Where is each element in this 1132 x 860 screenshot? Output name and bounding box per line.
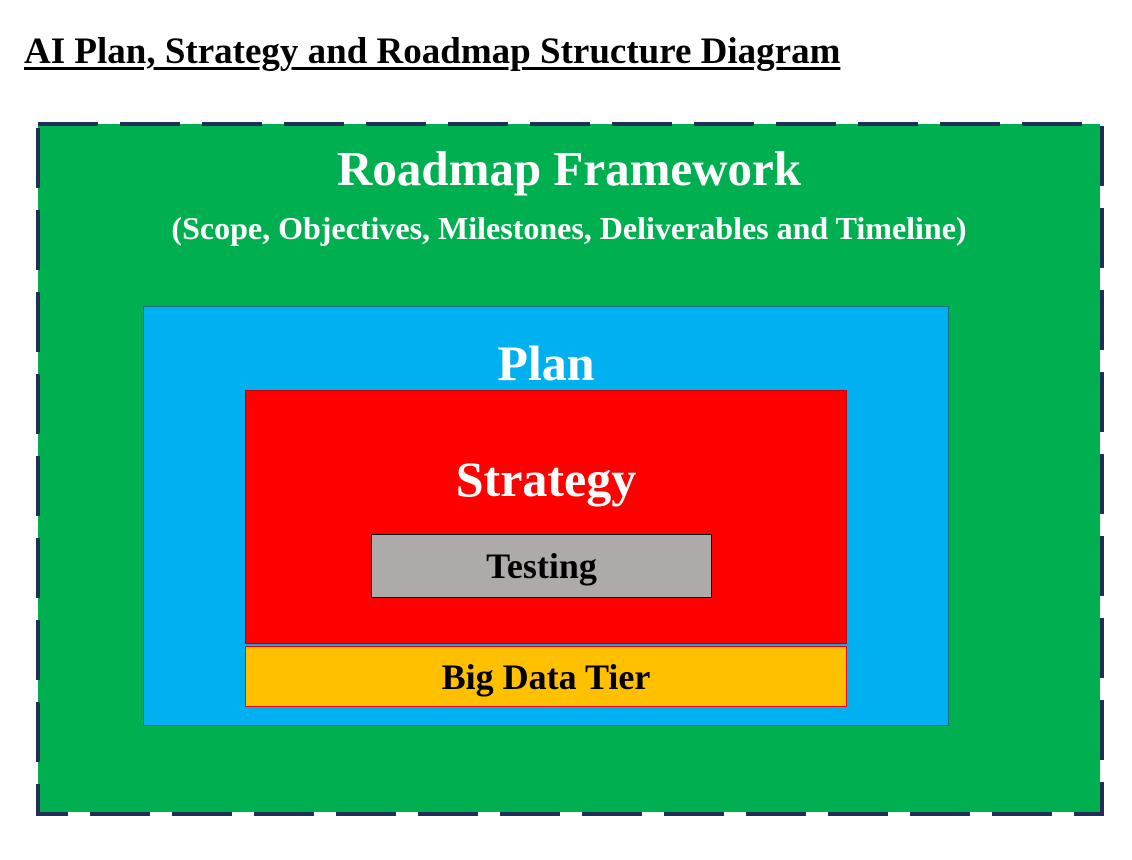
roadmap-framework-title: Roadmap Framework [336, 141, 802, 196]
testing-label: Testing [486, 546, 597, 586]
roadmap-framework-subtitle: (Scope, Objectives, Milestones, Delivera… [171, 210, 967, 246]
strategy-title: Strategy [455, 451, 637, 507]
testing-box: Testing [371, 534, 712, 598]
strategy-box [245, 390, 847, 644]
big-data-tier-box: Big Data Tier [245, 646, 847, 707]
roadmap-dashed-border [36, 122, 1104, 816]
plan-title: Plan [497, 335, 595, 391]
page-title: AI Plan, Strategy and Roadmap Structure … [24, 31, 841, 72]
big-data-tier-label: Big Data Tier [441, 656, 651, 697]
